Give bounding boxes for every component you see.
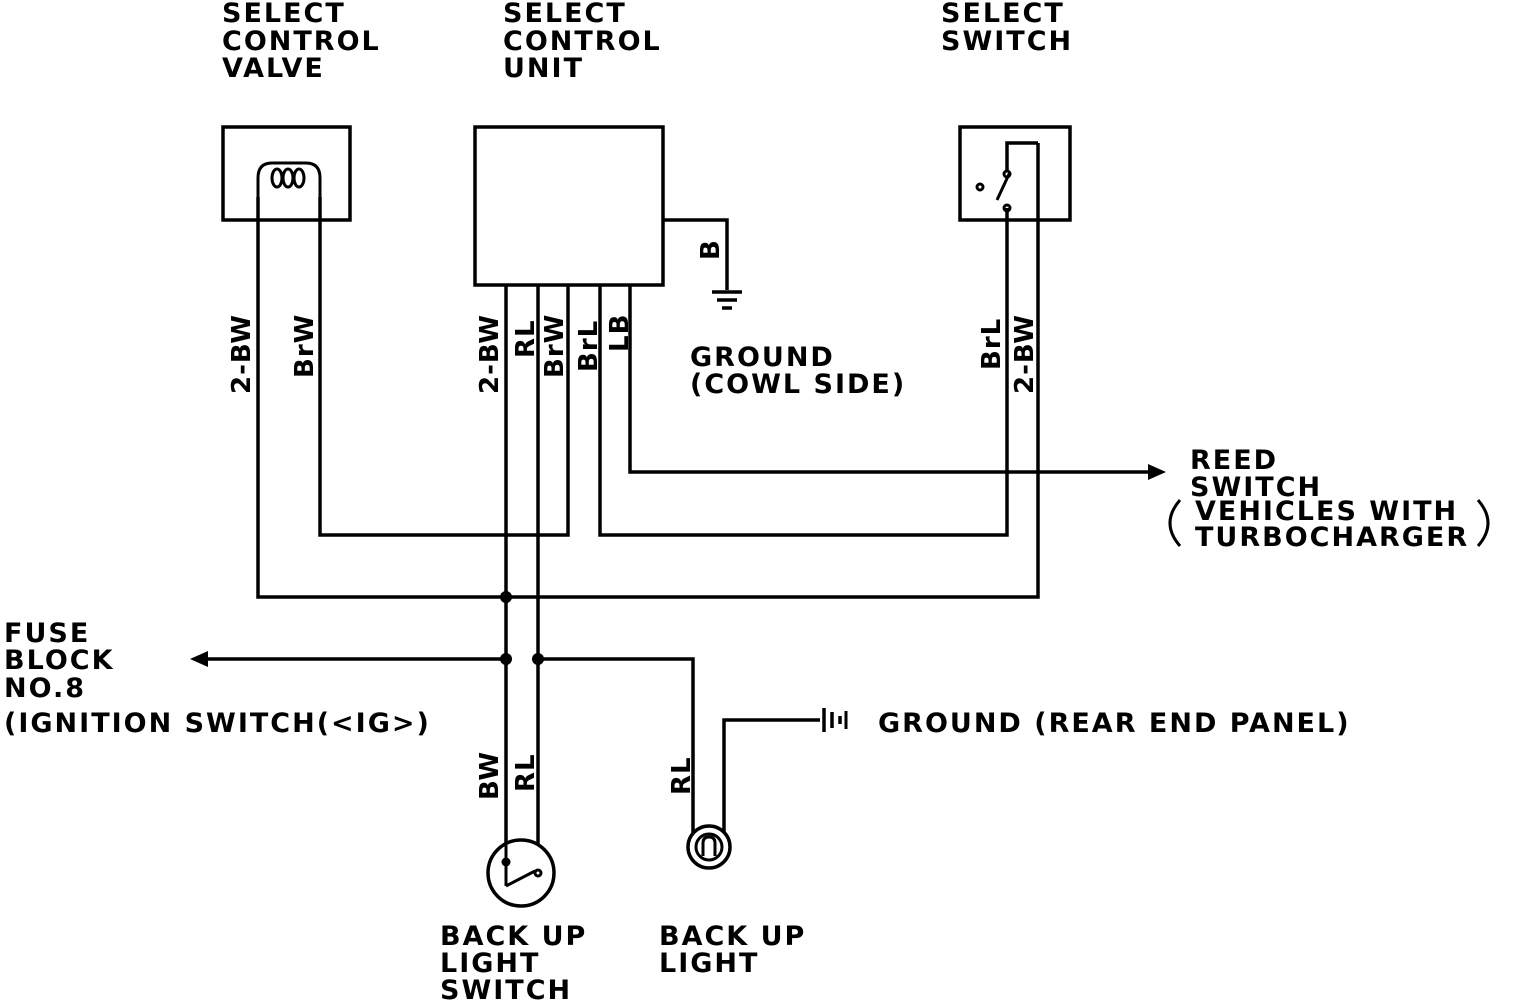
wire-label: 2-BW xyxy=(227,314,257,394)
label-line: (COWL SIDE) xyxy=(690,369,906,400)
label-line: LIGHT xyxy=(440,948,540,979)
wire-label: 2-BW xyxy=(475,314,505,394)
label-line: CONTROL xyxy=(222,26,381,57)
label-line: SWITCH xyxy=(1190,472,1322,503)
label-line: SELECT xyxy=(222,0,346,29)
label-line: TURBOCHARGER xyxy=(1195,522,1469,553)
label-line: FUSE xyxy=(4,618,90,649)
label-backup-light: BACK UP LIGHT xyxy=(659,921,806,979)
label-reed-switch: REED SWITCH VEHICLES WITH TURBOCHARGER xyxy=(1168,445,1490,553)
wires xyxy=(190,143,1166,845)
label-line: SWITCH xyxy=(440,975,572,1006)
bracket-left xyxy=(1168,499,1182,547)
wire-label: BrW xyxy=(290,314,320,378)
label-line: BACK UP xyxy=(440,921,587,952)
label-ground-rear: GROUND (REAR END PANEL) xyxy=(878,708,1351,739)
select-switch xyxy=(958,125,1072,222)
label-line: SELECT xyxy=(941,0,1065,29)
label-line: VALVE xyxy=(222,53,325,84)
label-line: CONTROL xyxy=(503,26,662,57)
select-control-valve xyxy=(221,125,352,222)
label-line: (IGNITION SWITCH(<IG>) xyxy=(4,708,431,739)
wire-label: RL xyxy=(511,753,541,792)
label-line: UNIT xyxy=(503,53,584,84)
label-fuse-block: FUSE BLOCK NO.8 (IGNITION SWITCH(<IG>) xyxy=(4,618,431,739)
label-line: NO.8 xyxy=(4,673,86,704)
wire-label: BrL xyxy=(574,320,604,372)
wire-label: BrW xyxy=(540,314,570,378)
label-ground-cowl: GROUND (COWL SIDE) xyxy=(690,342,906,400)
bracket-right xyxy=(1476,499,1490,547)
label-line: VEHICLES WITH xyxy=(1195,496,1458,527)
wire-label: RL xyxy=(511,319,541,358)
wire-label: LB xyxy=(605,314,635,352)
wire-label: BW xyxy=(475,751,505,800)
label-select-control-unit: SELECT CONTROL UNIT xyxy=(503,0,662,84)
wire-label: B xyxy=(696,239,726,260)
backup-light xyxy=(686,824,732,870)
label-line: LIGHT xyxy=(659,948,759,979)
label-select-control-valve: SELECT CONTROL VALVE xyxy=(222,0,381,84)
label-select-switch: SELECT SWITCH xyxy=(941,0,1073,57)
label-line: REED xyxy=(1190,445,1278,476)
backup-light-switch xyxy=(486,838,556,908)
select-control-unit xyxy=(473,125,665,287)
label-line: BLOCK xyxy=(4,645,115,676)
label-backup-light-switch: BACK UP LIGHT SWITCH xyxy=(440,921,587,1006)
label-line: GROUND xyxy=(690,342,835,373)
label-line: BACK UP xyxy=(659,921,806,952)
label-line: SWITCH xyxy=(941,26,1073,57)
wire-color-labels: 2-BW BrW 2-BW RL BrW BrL LB B BrL 2-BW B… xyxy=(227,239,1040,800)
label-line: SELECT xyxy=(503,0,627,29)
wire-label: RL xyxy=(667,756,697,795)
wire-label: BrL xyxy=(977,318,1007,370)
wire-label: 2-BW xyxy=(1010,314,1040,394)
